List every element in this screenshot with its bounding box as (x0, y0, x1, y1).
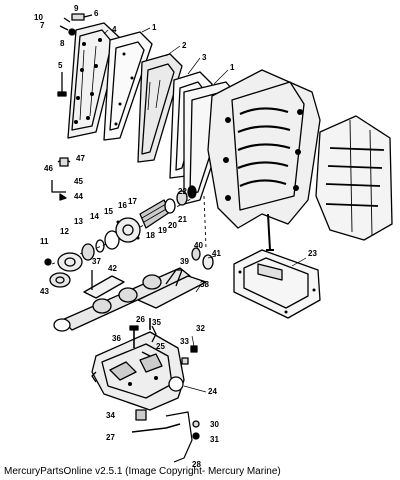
callout-part-7[interactable]: 7 (40, 21, 45, 30)
small-parts-32-33 (181, 345, 198, 365)
callout-part-22[interactable]: 22 (178, 187, 187, 196)
shaft-assembly-parts-38-43 (49, 267, 207, 332)
small-hardware-parts-6-8-9 (59, 13, 93, 36)
callout-part-24[interactable]: 24 (208, 387, 217, 396)
callout-part-39[interactable]: 39 (180, 257, 189, 266)
callout-part-4[interactable]: 4 (112, 25, 117, 34)
callout-part-40[interactable]: 40 (194, 241, 203, 250)
callout-part-42[interactable]: 42 (108, 264, 117, 273)
cover-plate-part-4 (67, 22, 121, 139)
callout-part-2[interactable]: 2 (182, 41, 187, 50)
copyright-caption: MercuryPartsOnline v2.5.1 (Image Copyrig… (4, 466, 281, 477)
callout-part-1-b[interactable]: 1 (230, 63, 235, 72)
callout-part-6[interactable]: 6 (94, 9, 99, 18)
callout-part-28[interactable]: 28 (192, 460, 201, 469)
callout-part-13[interactable]: 13 (74, 217, 83, 226)
callout-part-27[interactable]: 27 (106, 433, 115, 442)
callout-part-43[interactable]: 43 (40, 287, 49, 296)
callout-part-32[interactable]: 32 (196, 324, 205, 333)
callout-part-11[interactable]: 11 (40, 237, 49, 246)
callout-part-25[interactable]: 25 (156, 342, 165, 351)
fuel-fitting-parts-44-47 (51, 157, 71, 201)
callout-part-41[interactable]: 41 (212, 249, 221, 258)
callout-part-45[interactable]: 45 (74, 177, 83, 186)
callout-part-38[interactable]: 38 (200, 280, 209, 289)
callout-part-26[interactable]: 26 (136, 315, 145, 324)
callout-part-10[interactable]: 10 (34, 13, 43, 22)
callout-part-23[interactable]: 23 (308, 249, 317, 258)
callout-part-19[interactable]: 19 (158, 226, 167, 235)
callout-part-3[interactable]: 3 (202, 53, 207, 62)
cylinder-block-right (315, 115, 393, 241)
callout-part-21[interactable]: 21 (178, 215, 187, 224)
gasket-part-1 (103, 31, 153, 141)
plate-part-2 (137, 53, 183, 163)
callout-part-34[interactable]: 34 (106, 411, 115, 420)
screw-part-5 (57, 72, 67, 97)
callout-part-17[interactable]: 17 (128, 197, 137, 206)
callout-part-47[interactable]: 47 (76, 154, 85, 163)
callout-part-20[interactable]: 20 (168, 221, 177, 230)
callout-part-18[interactable]: 18 (146, 231, 155, 240)
washer-parts-40-41 (191, 195, 214, 270)
callout-part-35[interactable]: 35 (152, 318, 161, 327)
callout-part-8[interactable]: 8 (60, 39, 65, 48)
callout-part-36[interactable]: 36 (112, 334, 121, 343)
callout-part-12[interactable]: 12 (60, 227, 69, 236)
callout-part-15[interactable]: 15 (104, 207, 113, 216)
callout-part-31[interactable]: 31 (210, 435, 219, 444)
callout-part-14[interactable]: 14 (90, 212, 99, 221)
callout-part-16[interactable]: 16 (118, 201, 127, 210)
callout-leader-lines (103, 27, 307, 393)
gasket-plate-part-23 (233, 249, 321, 319)
callout-part-5[interactable]: 5 (58, 61, 63, 70)
housing-part-24 (91, 331, 185, 411)
callout-part-37[interactable]: 37 (92, 257, 101, 266)
callout-part-9[interactable]: 9 (74, 4, 79, 13)
callout-part-44[interactable]: 44 (74, 192, 83, 201)
callout-part-46[interactable]: 46 (44, 164, 53, 173)
crankcase-block (207, 69, 321, 251)
callout-part-33[interactable]: 33 (180, 337, 189, 346)
callout-part-30[interactable]: 30 (210, 420, 219, 429)
bearing-stack-parts-11-22 (44, 185, 197, 272)
fasteners-parts-25-26-35-36 (129, 318, 157, 357)
bottom-parts-27-34 (131, 409, 200, 463)
callout-part-1[interactable]: 1 (152, 23, 157, 32)
